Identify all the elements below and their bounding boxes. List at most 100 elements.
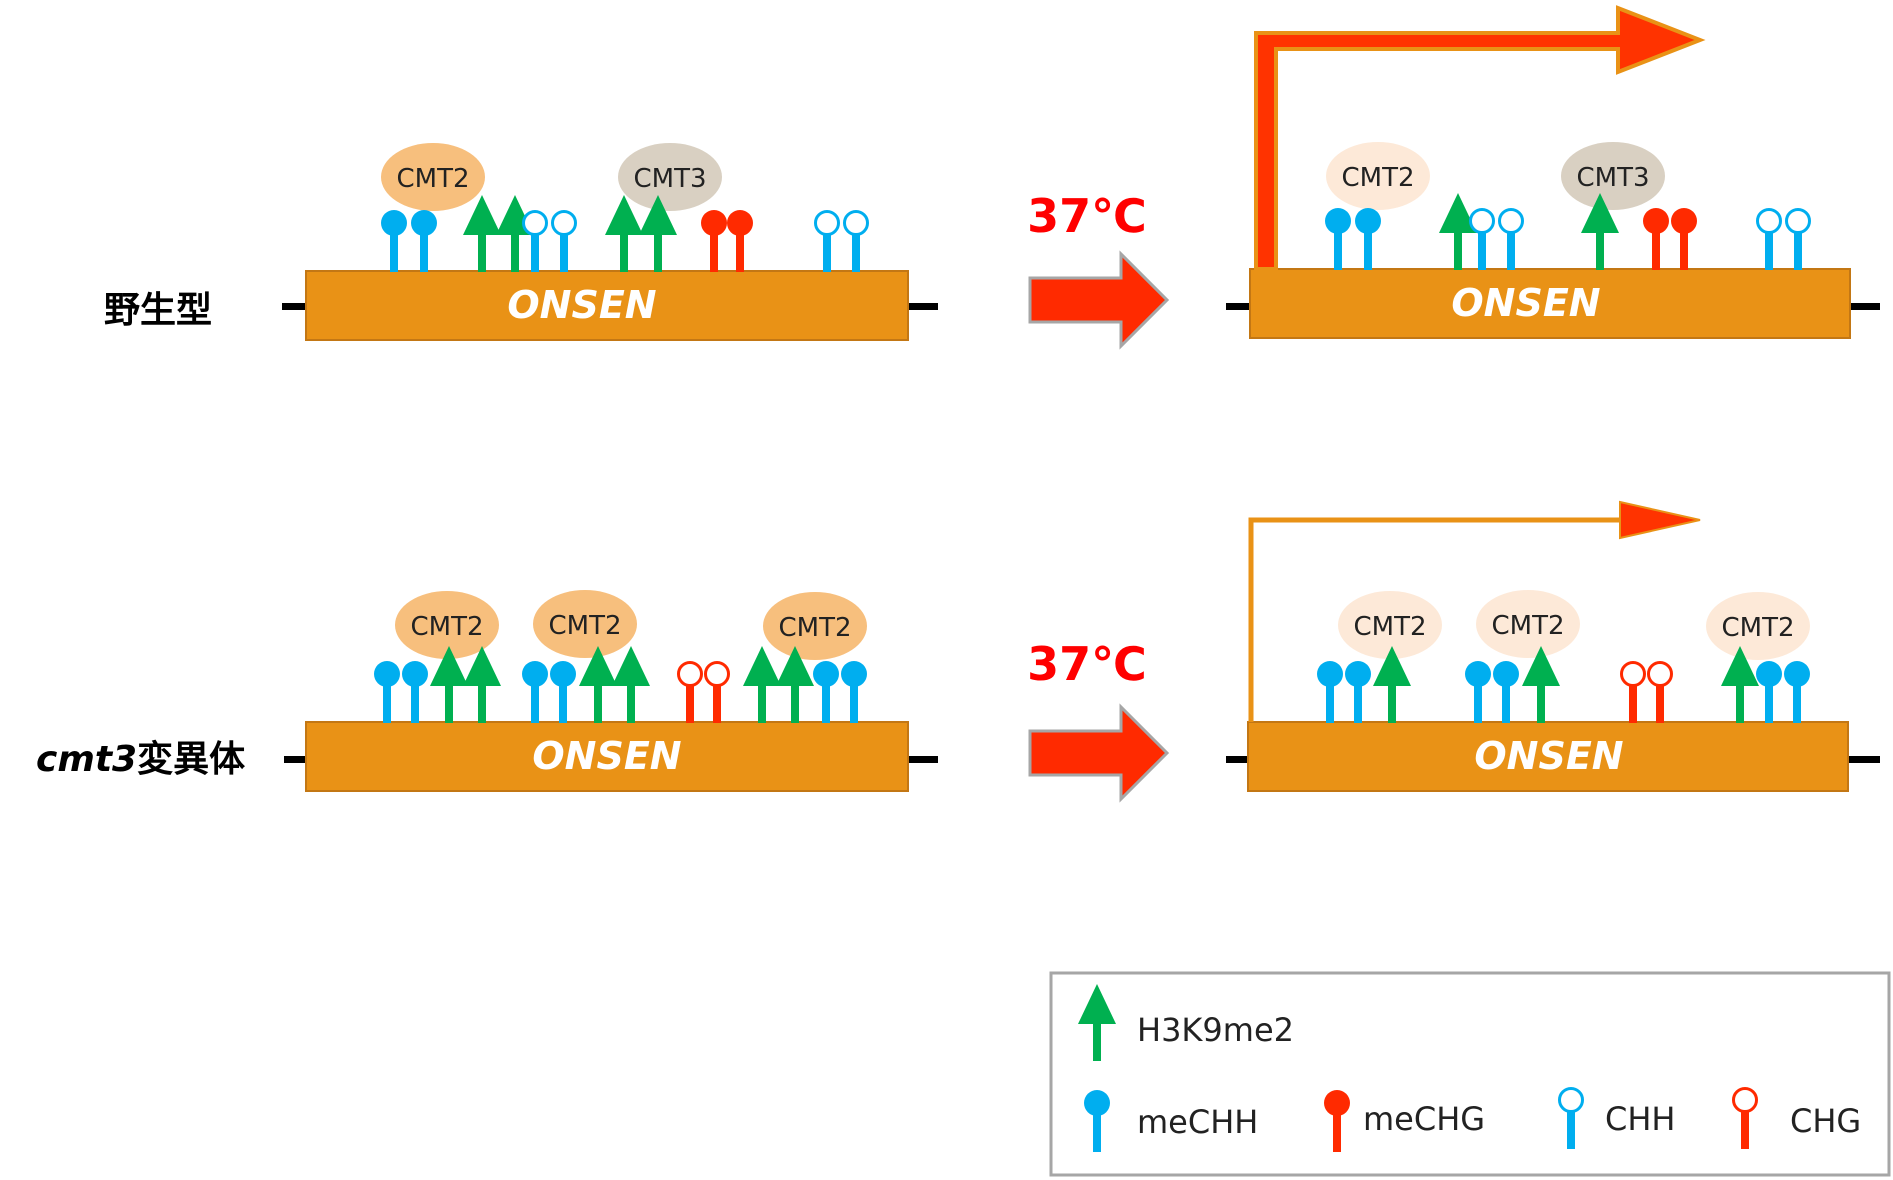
onsen-gene-box: [305, 721, 909, 792]
onsen-gene-box: [1247, 721, 1849, 792]
legend-item-chh: CHH: [1558, 1087, 1675, 1151]
cmt2-enzyme: [1338, 591, 1442, 659]
mechg-mark: [1671, 208, 1697, 270]
onsen-gene-box: [1249, 268, 1851, 339]
mechh-mark: [813, 661, 839, 723]
enzymes-left-cmt3: CMT2 CMT2 CMT2: [395, 590, 867, 660]
dna-line-right: [908, 756, 938, 763]
cmt2-label: CMT2: [410, 612, 483, 642]
mechh-mark: [1784, 661, 1810, 723]
mechh-mark: [1465, 661, 1491, 723]
mechh-mark: [1345, 661, 1371, 723]
cmt3-label: CMT3: [633, 164, 706, 194]
dna-line-right: [1850, 303, 1880, 310]
cmt3-enzyme: [1561, 142, 1665, 210]
mechh-mark: [522, 661, 548, 723]
gene-left-wild-type: ONSEN: [282, 270, 938, 341]
gene-right-cmt3: ONSEN: [1226, 721, 1880, 792]
gene-label: ONSEN: [1474, 734, 1623, 778]
marks-right-cmt3: [1317, 646, 1810, 725]
chh-mark: [843, 210, 869, 274]
dna-line-left: [284, 756, 306, 763]
mechh-mark: [1355, 208, 1381, 270]
gene-label: ONSEN: [1451, 281, 1600, 325]
gene-right-wild-type: ONSEN: [1226, 268, 1880, 339]
cmt2-label: CMT2: [1341, 163, 1414, 193]
heat-arrow-icon: [1028, 250, 1170, 350]
chh-mark: [814, 210, 840, 274]
enzymes-left-wild-type: CMT2 CMT3: [381, 143, 722, 211]
legend-box: [1049, 971, 1891, 1177]
enzymes-right-wild-type: CMT2 CMT3: [1326, 142, 1665, 210]
legend: H3K9me2 meCHH meCHG CHH CHG: [1049, 971, 1891, 1177]
cmt2-label: CMT2: [548, 611, 621, 641]
mechh-mark: [1756, 661, 1782, 723]
legend-item-chg: CHG: [1732, 1087, 1861, 1151]
chh-mark: [551, 210, 577, 274]
cmt2-enzyme: [1326, 142, 1430, 210]
cmt2-enzyme: [395, 591, 499, 659]
legend-item-h3k9me2: H3K9me2: [1078, 984, 1294, 1061]
temperature-label: 37℃: [1027, 189, 1147, 243]
chh-mark: [1785, 208, 1811, 272]
gene-label: ONSEN: [507, 283, 656, 327]
chg-mark: [1620, 661, 1646, 725]
legend-label-mechh: meCHH: [1137, 1103, 1258, 1141]
gene-left-cmt3: ONSEN: [284, 721, 938, 792]
chg-mark: [704, 661, 730, 725]
cmt3-enzyme: [618, 143, 722, 211]
mechg-mark: [1643, 208, 1669, 270]
mechh-mark: [411, 210, 437, 272]
dna-line-left: [282, 303, 306, 310]
onsen-gene-box: [305, 270, 909, 341]
cmt2-label: CMT2: [1353, 612, 1426, 642]
enzymes-right-cmt3: CMT2 CMT2 CMT2: [1338, 590, 1810, 660]
temperature-label: 37℃: [1027, 637, 1147, 691]
mechh-mark: [841, 661, 867, 723]
mechh-mark: [1493, 661, 1519, 723]
h3k9me2-mark: [605, 195, 643, 272]
legend-label-mechg: meCHG: [1363, 1100, 1485, 1138]
dna-line-right: [908, 303, 938, 310]
row-label-cmt3-mutant: cmt3変異体: [36, 738, 245, 780]
gene-label: ONSEN: [532, 734, 681, 778]
h3k9me2-mark: [612, 646, 650, 723]
heat-stress-arrow-wild-type: 37℃: [1027, 189, 1170, 350]
cmt2-label: CMT2: [778, 613, 851, 643]
legend-label-h3k9me2: H3K9me2: [1137, 1011, 1294, 1049]
row-wild-type: 野生型 ONSEN CMT2 CMT3: [104, 5, 1880, 350]
legend-item-mechg: meCHG: [1324, 1090, 1485, 1152]
cmt2-enzyme: [533, 590, 637, 658]
h3k9me2-mark: [743, 646, 781, 723]
legend-item-mechh: meCHH: [1084, 1090, 1258, 1152]
mechh-mark: [381, 210, 407, 272]
chh-mark: [522, 210, 548, 274]
cmt2-label: CMT2: [396, 164, 469, 194]
chh-mark: [1469, 208, 1495, 272]
cmt2-label: CMT2: [1491, 611, 1564, 641]
h3k9me2-mark: [463, 646, 501, 723]
h3k9me2-mark: [1439, 193, 1477, 270]
mechh-mark: [550, 661, 576, 723]
chh-mark: [1498, 208, 1524, 272]
mechh-mark: [1325, 208, 1351, 270]
chg-mark: [1647, 661, 1673, 725]
cmt3-label: CMT3: [1576, 163, 1649, 193]
heat-stress-arrow-cmt3: 37℃: [1027, 637, 1170, 803]
mechh-mark: [402, 661, 428, 723]
transcription-arrow-strong: [1254, 5, 1706, 271]
chh-mark: [1756, 208, 1782, 272]
cmt2-enzyme: [1706, 592, 1810, 660]
chg-mark: [677, 661, 703, 725]
dna-line-left: [1226, 756, 1248, 763]
marks-left-cmt3: [374, 646, 867, 725]
mechg-mark: [727, 210, 753, 272]
transcription-arrow-weak: [1248, 500, 1701, 722]
cmt2-enzyme: [1476, 590, 1580, 658]
row-label-wild-type: 野生型: [104, 290, 212, 331]
mechh-mark: [1317, 661, 1343, 723]
legend-label-chh: CHH: [1605, 1100, 1675, 1138]
dna-line-right: [1848, 756, 1880, 763]
cmt2-label: CMT2: [1721, 613, 1794, 643]
